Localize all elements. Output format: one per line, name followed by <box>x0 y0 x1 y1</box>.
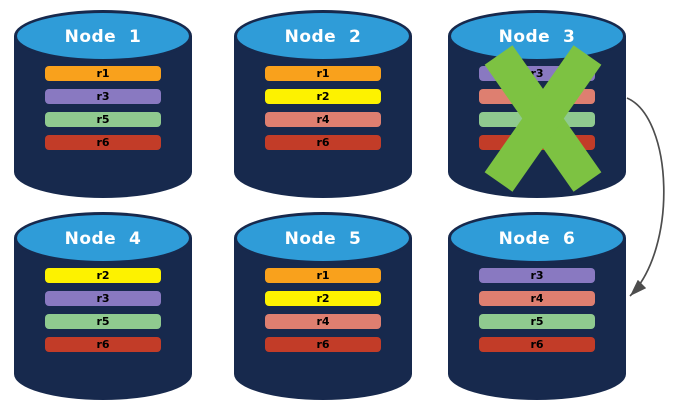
replica-list: r1 r2 r4 r6 <box>265 268 381 360</box>
node-title: Node 3 <box>498 27 576 47</box>
replica-bar: r2 <box>265 89 381 104</box>
replica-bar: r4 <box>265 112 381 127</box>
replica-bar: r3 <box>479 268 595 283</box>
replica-bar: r2 <box>265 291 381 306</box>
node-title: Node 4 <box>64 229 142 249</box>
arrow-curve <box>626 97 665 297</box>
replica-bar: r4 <box>479 291 595 306</box>
replica-bar: r6 <box>265 135 381 150</box>
node-title: Node 5 <box>284 229 362 249</box>
node-4: Node 4 r2 r3 r5 r6 <box>14 212 192 400</box>
replica-list: r1 r2 r4 r6 <box>265 66 381 158</box>
replica-bar: r3 <box>45 89 161 104</box>
node-6: Node 6 r3 r4 r5 r6 <box>448 212 626 400</box>
node-title: Node 6 <box>498 229 576 249</box>
replica-bar: r6 <box>45 337 161 352</box>
node-5: Node 5 r1 r2 r4 r6 <box>234 212 412 400</box>
cylinder-top: Node 2 <box>234 10 412 62</box>
replica-bar: r3 <box>45 291 161 306</box>
cylinder-top: Node 4 <box>14 212 192 264</box>
replica-bar: r5 <box>479 314 595 329</box>
replica-bar: r5 <box>45 314 161 329</box>
replica-bar: r6 <box>265 337 381 352</box>
cylinder-top: Node 5 <box>234 212 412 264</box>
node-title: Node 2 <box>284 27 362 47</box>
cylinder-top: Node 6 <box>448 212 626 264</box>
replica-bar: r4 <box>265 314 381 329</box>
node-title: Node 1 <box>64 27 142 47</box>
replica-bar: r2 <box>45 268 161 283</box>
replica-bar: r6 <box>479 337 595 352</box>
replica-bar: r6 <box>45 135 161 150</box>
replica-list: r2 r3 r5 r6 <box>45 268 161 360</box>
cylinder-top: Node 3 <box>448 10 626 62</box>
failure-x-icon <box>448 10 626 198</box>
replica-bar: r1 <box>265 66 381 81</box>
cylinder-top: Node 1 <box>14 10 192 62</box>
node-2: Node 2 r1 r2 r4 r6 <box>234 10 412 198</box>
node-1: Node 1 r1 r3 r5 r6 <box>14 10 192 198</box>
replica-bar: r5 <box>45 112 161 127</box>
replica-list: r3 r4 r5 r6 <box>479 268 595 360</box>
replica-list: r1 r3 r5 r6 <box>45 66 161 158</box>
replica-bar: r1 <box>45 66 161 81</box>
replica-bar: r1 <box>265 268 381 283</box>
node-3: Node 3 r3 r4 r5 r6 <box>448 10 626 198</box>
